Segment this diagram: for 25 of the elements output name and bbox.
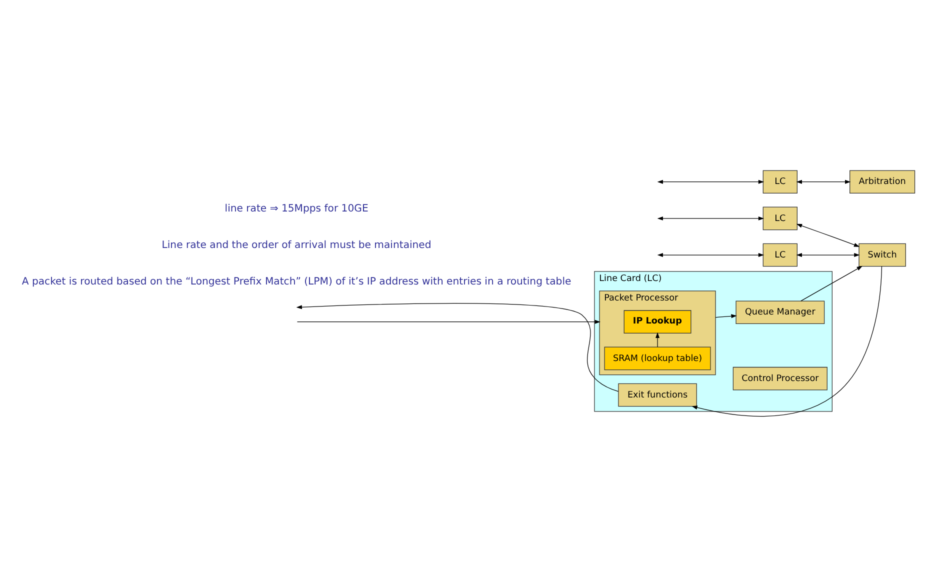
arrow [692, 266, 882, 416]
arrow [796, 179, 851, 184]
arrow [715, 314, 737, 318]
label: A packet is routed based on the “Longest Prefix Match” (LPM) of it’s IP address with entries in a routing table [22, 276, 572, 288]
node-box: Switch [858, 242, 906, 266]
node-box: Control Processor [732, 366, 828, 390]
node-box: Arbitration [850, 170, 916, 194]
node-box: LC [762, 242, 798, 266]
arrow [656, 332, 660, 347]
node-box: Queue Manager [736, 300, 825, 324]
arrow [796, 252, 860, 256]
node-box: IP Lookup [624, 310, 692, 334]
node-box: SRAM (lookup table) [604, 346, 711, 370]
node-box: LC [762, 206, 798, 230]
arrow [296, 302, 619, 392]
arrow [657, 179, 764, 184]
label: line rate ⇒ 15Mpps for 10GE [224, 202, 368, 214]
node-box: LC [762, 170, 798, 194]
arrow [657, 252, 764, 256]
node-box: Exit functions [618, 382, 697, 406]
label: Line rate and the order of arrival must be maintained [162, 239, 432, 250]
arrow [796, 223, 860, 246]
arrow [800, 265, 863, 301]
arrow [296, 319, 600, 324]
arrow [657, 216, 764, 220]
